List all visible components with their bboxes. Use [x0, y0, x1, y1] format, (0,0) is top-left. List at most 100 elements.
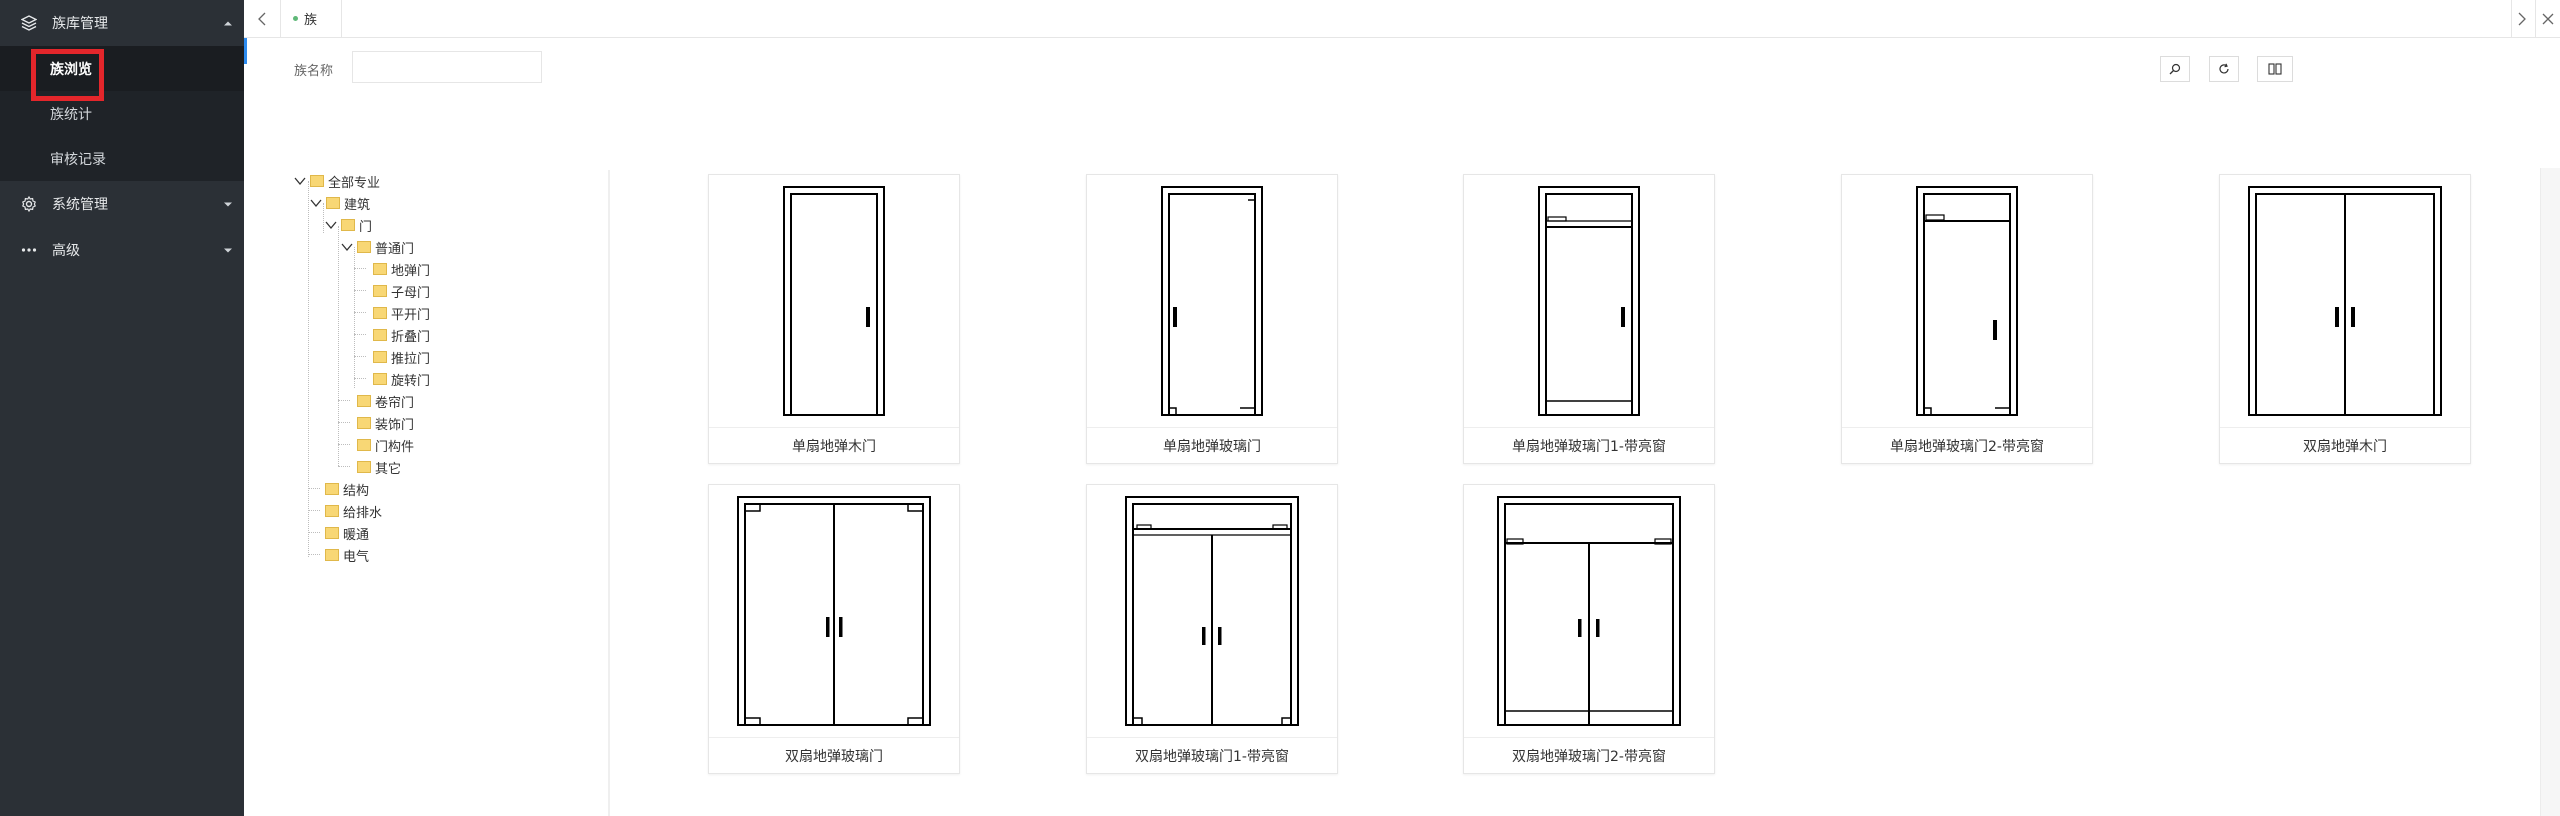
tab-active-dot — [293, 16, 298, 21]
tree-connector — [308, 181, 309, 557]
tab-family[interactable]: 族 — [280, 0, 342, 37]
tree-node-label: 全部专业 — [328, 175, 381, 191]
tree-connector — [354, 247, 355, 388]
tree-node-ordinary-door[interactable]: 普通门 — [341, 236, 414, 258]
nav-group-label: 系统管理 — [52, 197, 108, 213]
family-card[interactable]: 双扇地弹玻璃门1-带亮窗 — [1086, 484, 1338, 774]
tree-connector — [338, 226, 339, 466]
tree-connector — [308, 554, 320, 555]
tree-node-revolving-door[interactable]: 旋转门 — [373, 368, 430, 390]
family-card-name: 双扇地弹木门 — [2220, 427, 2470, 463]
door-thumbnail — [709, 485, 959, 737]
tree-node-label: 结构 — [343, 483, 370, 499]
tree-node-label: 卷帘门 — [375, 395, 415, 411]
family-card-name: 单扇地弹玻璃门1-带亮窗 — [1464, 427, 1714, 463]
family-card[interactable]: 单扇地弹玻璃门1-带亮窗 — [1463, 174, 1715, 464]
tree-node-label: 门构件 — [375, 439, 415, 455]
nav-group-advanced[interactable]: 高级 — [0, 227, 244, 273]
tree-node-folding-door[interactable]: 折叠门 — [373, 324, 430, 346]
search-button[interactable] — [2160, 56, 2190, 82]
door-thumbnail — [1464, 175, 1714, 427]
nav-group-label: 高级 — [52, 243, 80, 259]
family-card[interactable]: 双扇地弹木门 — [2219, 174, 2471, 464]
panel-divider — [608, 170, 610, 816]
tree-node-decorative-door[interactable]: 装饰门 — [357, 412, 414, 434]
door-thumbnail — [1842, 175, 2092, 427]
tree-connector — [308, 532, 320, 533]
subnav-item-family-stats[interactable]: 族统计 — [0, 91, 244, 136]
refresh-icon — [2219, 63, 2229, 74]
folder-icon — [357, 461, 371, 473]
tree-node-electrical[interactable]: 电气 — [325, 544, 369, 566]
tree-node-hvac[interactable]: 暖通 — [325, 522, 369, 544]
subnav-item-label: 族统计 — [50, 106, 92, 123]
family-card[interactable]: 单扇地弹玻璃门2-带亮窗 — [1841, 174, 2093, 464]
chevron-down-icon[interactable] — [294, 175, 306, 187]
family-card-name: 单扇地弹玻璃门 — [1087, 427, 1337, 463]
subnav-item-family-browse[interactable]: 族浏览 — [0, 46, 244, 101]
search-icon — [2169, 63, 2181, 75]
tree-node-structure[interactable]: 结构 — [325, 478, 369, 500]
right-scrollbar[interactable] — [2540, 168, 2560, 816]
tree-node-sliding-door[interactable]: 推拉门 — [373, 346, 430, 368]
family-card[interactable]: 单扇地弹玻璃门 — [1086, 174, 1338, 464]
tree-node-swing-door[interactable]: 平开门 — [373, 302, 430, 324]
highlight-box — [31, 49, 104, 101]
chevron-down-icon[interactable] — [325, 219, 337, 231]
folder-icon — [325, 549, 339, 561]
tree-node-label: 地弹门 — [391, 263, 431, 279]
folder-icon — [373, 351, 387, 363]
chevron-left-icon — [258, 12, 266, 25]
door-thumbnail — [2220, 175, 2470, 427]
door-thumbnail — [709, 175, 959, 427]
tree-node-label: 给排水 — [343, 505, 383, 521]
tree-node-label: 装饰门 — [375, 417, 415, 433]
tree-node-mother-son-door[interactable]: 子母门 — [373, 280, 430, 302]
tree-node-door-component[interactable]: 门构件 — [357, 434, 414, 456]
gear-icon — [20, 195, 38, 213]
columns-icon — [2268, 63, 2282, 75]
tree-node-floor-spring-door[interactable]: 地弹门 — [373, 258, 430, 280]
family-name-input[interactable] — [352, 51, 542, 83]
tab-divider — [2511, 0, 2512, 37]
folder-icon — [310, 175, 324, 187]
door-thumbnail — [1087, 175, 1337, 427]
family-card[interactable]: 单扇地弹木门 — [708, 174, 960, 464]
tree-node-architecture[interactable]: 建筑 — [310, 192, 370, 214]
tree-connector — [308, 488, 320, 489]
family-card-name: 双扇地弹玻璃门2-带亮窗 — [1464, 737, 1714, 773]
column-toggle-button[interactable] — [2257, 56, 2293, 82]
tree-node-all-disciplines[interactable]: 全部专业 — [294, 170, 380, 192]
tree-connector — [354, 356, 366, 357]
family-card[interactable]: 双扇地弹玻璃门 — [708, 484, 960, 774]
tab-scroll-left-button[interactable] — [250, 0, 274, 37]
tree-connector — [338, 444, 350, 445]
tree-connector — [308, 510, 320, 511]
chevron-right-icon — [2518, 12, 2526, 25]
tree-node-other[interactable]: 其它 — [357, 456, 401, 478]
tree-node-door[interactable]: 门 — [325, 214, 372, 236]
subnav-item-label: 族浏览 — [50, 61, 92, 78]
close-icon — [2542, 13, 2554, 24]
folder-icon — [341, 219, 355, 231]
family-card[interactable]: 双扇地弹玻璃门2-带亮窗 — [1463, 484, 1715, 774]
tree-node-label: 推拉门 — [391, 351, 431, 367]
tree-node-rolling-door[interactable]: 卷帘门 — [357, 390, 414, 412]
folder-icon — [373, 307, 387, 319]
tab-scroll-right-button[interactable] — [2510, 0, 2534, 37]
subnav-item-audit-records[interactable]: 审核记录 — [0, 136, 244, 181]
tree-node-label: 建筑 — [344, 197, 371, 213]
tree-connector — [323, 203, 324, 233]
close-tabs-button[interactable] — [2536, 0, 2560, 37]
nav-group-family-library[interactable]: 族库管理 — [0, 0, 244, 46]
tree-connector — [338, 422, 350, 423]
tree-connector — [354, 378, 366, 379]
tree-node-label: 门 — [359, 219, 373, 235]
refresh-button[interactable] — [2209, 56, 2239, 82]
tree-node-label: 折叠门 — [391, 329, 431, 345]
tree-connector — [338, 466, 350, 467]
nav-group-system-admin[interactable]: 系统管理 — [0, 181, 244, 227]
chevron-down-icon[interactable] — [310, 197, 322, 209]
chevron-down-icon[interactable] — [341, 241, 353, 253]
tree-node-plumbing[interactable]: 给排水 — [325, 500, 382, 522]
